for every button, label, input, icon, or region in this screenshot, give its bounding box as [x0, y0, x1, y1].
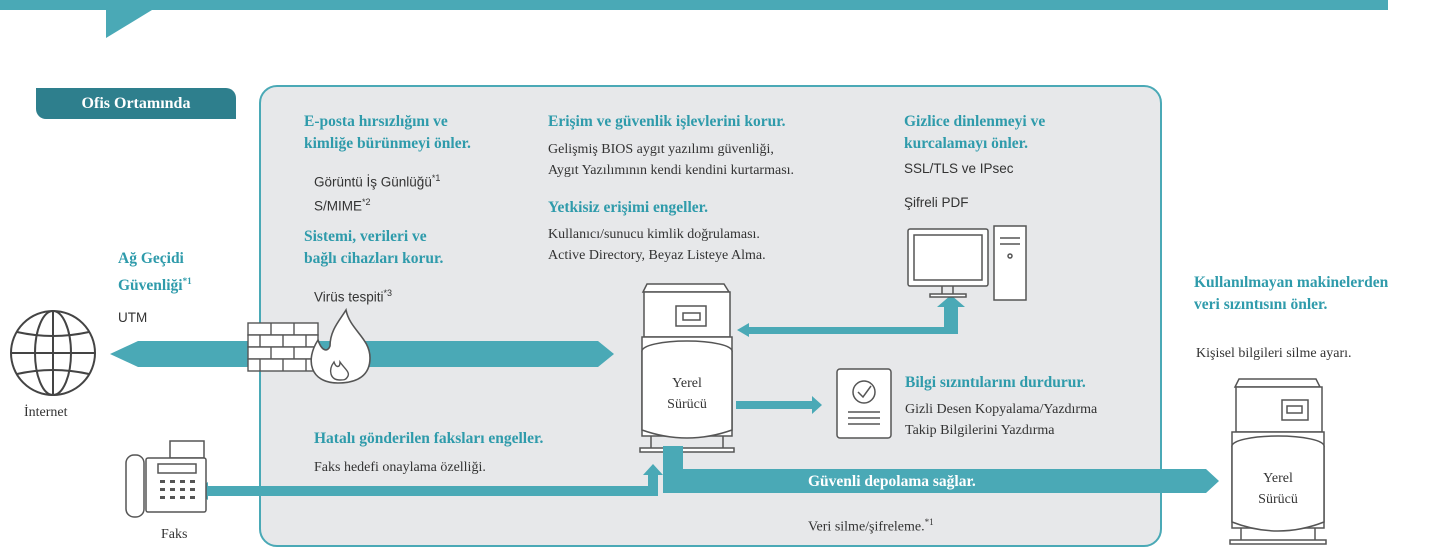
disposal-drive-label-line2: Sürücü	[1258, 492, 1298, 507]
access-text: Gelişmiş BIOS aygıt yazılımı güvenliği, …	[548, 139, 794, 181]
email-item-journal-text: Görüntü İş Günlüğü	[314, 174, 432, 190]
leak-title: Bilgi sızıntılarını durdurur.	[905, 374, 1086, 391]
eavesdrop-title-line1: Gizlice dinlenmeyi ve	[904, 113, 1046, 130]
drive-label-line2: Sürücü	[667, 397, 707, 412]
storage-text-main: Veri silme/şifreleme.	[808, 519, 925, 535]
globe-icon	[10, 310, 96, 396]
unauthorized-line1: Kullanıcı/sunucu kimlik doğrulaması.	[548, 227, 760, 242]
storage-text-sup: *1	[924, 517, 934, 527]
email-item-smime-text: S/MIME	[314, 198, 363, 214]
email-item-smime-sup: *2	[362, 197, 371, 207]
disposal-title-line1: Kullanılmayan makinelerden	[1194, 274, 1389, 291]
access-line2: Aygıt Yazılımının kendi kendini kurtarma…	[548, 163, 795, 178]
gateway-title-line2: Güvenliği	[118, 277, 183, 295]
ssl-item: SSL/TLS ve IPsec	[904, 161, 1014, 176]
leak-arrow	[736, 396, 822, 414]
fax-arrow	[194, 464, 663, 500]
virus-item-text: Virüs tespiti	[314, 289, 384, 305]
gateway-footnote: *1	[182, 276, 192, 286]
mfp-disposal-icon	[1229, 378, 1327, 545]
access-line1: Gelişmiş BIOS aygıt yazılımı güvenliği,	[548, 142, 774, 157]
top-banner	[0, 0, 1388, 38]
firewall-icon	[247, 322, 319, 372]
disposal-title-line2: veri sızıntısını önler.	[1194, 296, 1328, 313]
unauthorized-title: Yetkisiz erişimi engeller.	[548, 199, 708, 216]
fax-block-text: Faks hedefi onaylama özelliği.	[314, 460, 486, 475]
access-title: Erişim ve güvenlik işlevlerini korur.	[548, 113, 786, 130]
leak-text: Gizli Desen Kopyalama/Yazdırma Takip Bil…	[905, 399, 1097, 441]
drive-label-line1: Yerel	[672, 376, 702, 391]
virus-item-sup: *3	[383, 288, 393, 298]
disposal-drive-label-line1: Yerel	[1263, 471, 1293, 486]
virus-item: Virüs tespiti*3	[314, 288, 392, 305]
gateway-title: Ağ Geçidi Güvenliği*1	[118, 248, 192, 297]
fire-icon	[310, 307, 371, 384]
drive-label: Yerel Sürücü	[642, 373, 732, 415]
storage-text: Veri silme/şifreleme.*1	[808, 512, 934, 538]
storage-arrow	[663, 446, 1219, 493]
disposal-text: Kişisel bilgileri silme ayarı.	[1196, 346, 1352, 361]
computer-link-arrow	[737, 295, 965, 337]
email-title-line2: kimliğe bürünmeyi önler.	[304, 135, 471, 152]
mfp-icon	[639, 283, 735, 453]
eavesdrop-title-line2: kurcalamayı önler.	[904, 135, 1029, 152]
leak-line2: Takip Bilgilerini Yazdırma	[905, 423, 1055, 438]
unauthorized-text: Kullanıcı/sunucu kimlik doğrulaması. Act…	[548, 224, 766, 266]
fax-label: Faks	[161, 527, 188, 542]
system-title: Sistemi, verileri ve bağlı cihazları kor…	[304, 226, 443, 270]
email-item-journal: Görüntü İş Günlüğü*1	[314, 173, 440, 190]
system-title-line1: Sistemi, verileri ve	[304, 228, 427, 245]
email-title-line1: E-posta hırsızlığını ve	[304, 113, 448, 130]
eavesdrop-title: Gizlice dinlenmeyi ve kurcalamayı önler.	[904, 111, 1045, 155]
email-title: E-posta hırsızlığını ve kimliğe bürünmey…	[304, 111, 471, 155]
fax-icon	[125, 440, 207, 518]
fax-block-title: Hatalı gönderilen faksları engeller.	[314, 430, 544, 447]
email-item-journal-sup: *1	[431, 173, 441, 183]
gateway-title-line1: Ağ Geçidi	[118, 250, 184, 267]
office-label: Ofis Ortamında	[36, 88, 236, 119]
pdf-item: Şifreli PDF	[904, 195, 969, 210]
disposal-title: Kullanılmayan makinelerden veri sızıntıs…	[1194, 272, 1388, 316]
document-check-icon	[836, 368, 892, 439]
storage-title: Güvenli depolama sağlar.	[808, 473, 976, 490]
internet-label: İnternet	[24, 405, 68, 420]
email-item-smime: S/MIME*2	[314, 197, 371, 214]
disposal-drive-label: Yerel Sürücü	[1232, 468, 1324, 510]
leak-line1: Gizli Desen Kopyalama/Yazdırma	[905, 402, 1098, 417]
system-title-line2: bağlı cihazları korur.	[304, 250, 444, 267]
computer-icon	[907, 225, 1027, 301]
unauthorized-line2: Active Directory, Beyaz Listeye Alma.	[548, 248, 766, 263]
utm-label: UTM	[118, 310, 148, 325]
